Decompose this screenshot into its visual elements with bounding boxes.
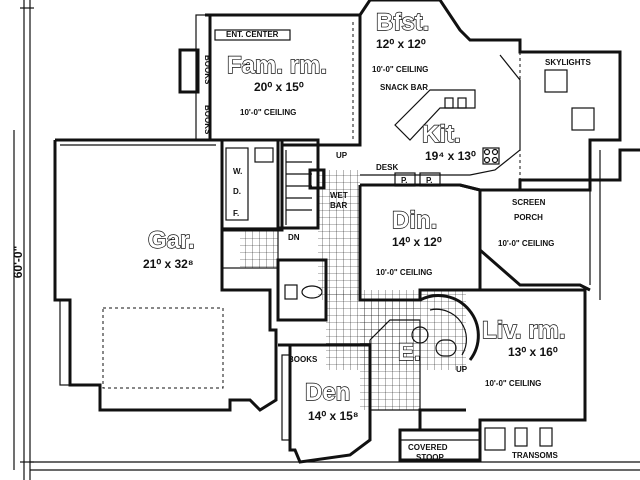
dn-label: DN bbox=[288, 233, 300, 242]
books-den-label: BOOKS bbox=[288, 355, 318, 364]
garage-walls bbox=[53, 138, 278, 412]
liv-rm-ceiling: 10'-0" CEILING bbox=[485, 379, 541, 388]
gar-size: 21⁰ x 32⁸ bbox=[143, 257, 194, 271]
screen-porch-walls bbox=[478, 148, 640, 300]
wet-label: WET bbox=[330, 191, 348, 200]
washer-label: W. bbox=[233, 167, 242, 176]
fam-rm-ceiling: 10'-0" CEILING bbox=[240, 108, 296, 117]
kit-size: 19⁴ x 13⁰ bbox=[425, 149, 476, 163]
covered-label: COVERED bbox=[408, 443, 448, 452]
transoms-label: TRANSOMS bbox=[512, 451, 558, 460]
din-ceiling: 10'-0" CEILING bbox=[376, 268, 432, 277]
screen-label: SCREEN bbox=[512, 198, 546, 207]
din-name: Din. bbox=[392, 207, 437, 234]
up-label-2: UP bbox=[456, 365, 468, 374]
gar-name: Gar. bbox=[148, 227, 195, 254]
dryer-label: D. bbox=[233, 187, 241, 196]
bfst-ceiling: 10'-0" CEILING bbox=[372, 65, 428, 74]
service-area-walls bbox=[220, 138, 328, 322]
liv-rm-name: Liv. rm. bbox=[482, 317, 566, 344]
bar-label: BAR bbox=[330, 201, 348, 210]
stoop-label: STOOP bbox=[416, 453, 445, 462]
entry-name: E. bbox=[398, 339, 421, 366]
porch-label: PORCH bbox=[514, 213, 543, 222]
freezer-label: F. bbox=[233, 209, 239, 218]
fam-rm-size: 20⁰ x 15⁰ bbox=[254, 80, 304, 94]
books-label-1: BOOKS bbox=[203, 55, 212, 85]
den-size: 14⁰ x 15⁸ bbox=[308, 409, 359, 423]
pantry-label-1: P. bbox=[401, 176, 408, 185]
screen-porch-ceiling: 10'-0" CEILING bbox=[498, 239, 554, 248]
kit-name: Kit. bbox=[422, 121, 461, 148]
bfst-size: 12⁰ x 12⁰ bbox=[376, 37, 426, 51]
pantry-label-2: P. bbox=[426, 176, 433, 185]
ent-center-label: ENT. CENTER bbox=[226, 30, 279, 39]
covered-stoop-walls bbox=[398, 427, 553, 462]
skylights-label: SKYLIGHTS bbox=[545, 58, 591, 67]
liv-rm-size: 13⁰ x 16⁰ bbox=[508, 345, 558, 359]
books-label-2: BOOKS bbox=[203, 105, 212, 135]
din-size: 14⁰ x 12⁰ bbox=[392, 235, 442, 249]
den-walls bbox=[278, 343, 372, 464]
snack-bar-label: SNACK BAR bbox=[380, 83, 428, 92]
den-name: Den bbox=[305, 379, 350, 406]
up-label-1: UP bbox=[336, 151, 348, 160]
bfst-name: Bfst. bbox=[376, 9, 429, 36]
overall-dimension-label: 60'-0" bbox=[11, 246, 25, 279]
fam-rm-name: Fam. rm. bbox=[227, 52, 327, 79]
desk-label: DESK bbox=[376, 163, 398, 172]
dimension-lines bbox=[20, 0, 640, 480]
